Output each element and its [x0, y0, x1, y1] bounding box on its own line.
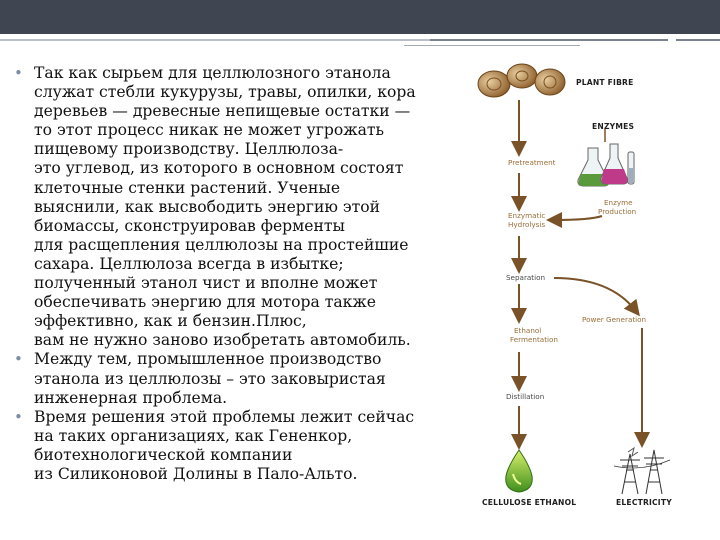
text-line: это углевод, из которого в основном сост… [34, 159, 404, 178]
text-line: пищевому производству. Целлюлоза- [34, 140, 344, 159]
enzyme-production-label: Enzyme Production [598, 198, 637, 216]
text-line: вам не нужно заново изобретать автомобил… [34, 331, 411, 350]
text-line: этанола из целлюлозы – это заковыристая [34, 369, 386, 388]
separation-label: Separation [506, 273, 546, 282]
text-line: выяснили, как высвободить энергию этой [34, 197, 381, 216]
header-rule-accent-end [676, 39, 720, 41]
text-line: эффективно, как и бензин.Плюс, [34, 312, 307, 331]
ethanol-process-diagram: PLANT FIBRE ENZYMES Pretreatment Enzyme … [470, 56, 706, 516]
text-line: инженерная проблема. [34, 388, 228, 407]
process-flow-graphic [477, 63, 671, 495]
text-line: биотехнологической компании [34, 445, 293, 464]
text-line: из Силиконовой Долины в Пало-Альто. [34, 464, 358, 483]
text-line: биомассы, сконструировав ферменты [34, 216, 345, 235]
text-line: Время решения этой проблемы лежит сейчас [34, 407, 415, 426]
text-line: то этот процесс никак не может угрожать [34, 121, 385, 140]
ethanol-fermentation-label: Ethanol Fermentation [510, 326, 558, 344]
pretreatment-label: Pretreatment [508, 158, 556, 167]
bullet-marker-icon: • [14, 350, 23, 369]
bullet-marker-icon: • [14, 64, 23, 82]
plant-fibre-label: PLANT FIBRE [576, 78, 634, 87]
title-band [0, 0, 720, 34]
power-generation-label: Power Generation [582, 315, 647, 324]
text-line: для расщепления целлюлозы на простейшие [34, 235, 409, 254]
text-line: служат стебли кукурузы, травы, опилки, к… [34, 83, 416, 102]
distillation-label: Distillation [506, 392, 545, 401]
text-line: обеспечивать энергию для мотора также [34, 293, 376, 312]
enzymatic-hydrolysis-label: Enzymatic Hydrolysis [508, 211, 546, 229]
bullet-item: • Между тем, промышленное производство э… [10, 350, 472, 407]
text-line: клеточные стенки растений. Ученые [34, 178, 341, 197]
process-arrows [511, 100, 650, 450]
electricity-label: ELECTRICITY [616, 498, 672, 507]
text-line: деревьев — древесные непищевые остатки — [34, 102, 411, 121]
enzymes-label: ENZYMES [592, 122, 635, 131]
text-line: на таких организациях, как Гененкор, [34, 426, 353, 445]
power-pylon-icon [613, 446, 671, 495]
plant-fibre-icon [477, 63, 566, 98]
header-rule-accent [430, 39, 668, 41]
header-rule-thin [404, 45, 580, 46]
text-line: Так как сырьем для целлюлозного этанола [34, 64, 391, 82]
ethanol-drop-icon [505, 449, 533, 493]
bullet-item: • Время решения этой проблемы лежит сейч… [10, 408, 472, 484]
cellulose-ethanol-label: CELLULOSE ETHANOL [482, 498, 577, 507]
bullet-marker-icon: • [14, 407, 23, 426]
enzyme-flasks-icon [577, 143, 635, 187]
text-line: полученный этанол чист и вполне может [34, 274, 378, 293]
header-rule [0, 39, 430, 41]
text-line: сахара. Целлюлоза всегда в избытке; [34, 254, 344, 273]
text-line: Между тем, промышленное производство [34, 350, 382, 369]
bullet-list: • Так как сырьем для целлюлозного этанол… [10, 64, 472, 484]
bullet-item: • Так как сырьем для целлюлозного этанол… [10, 64, 472, 350]
